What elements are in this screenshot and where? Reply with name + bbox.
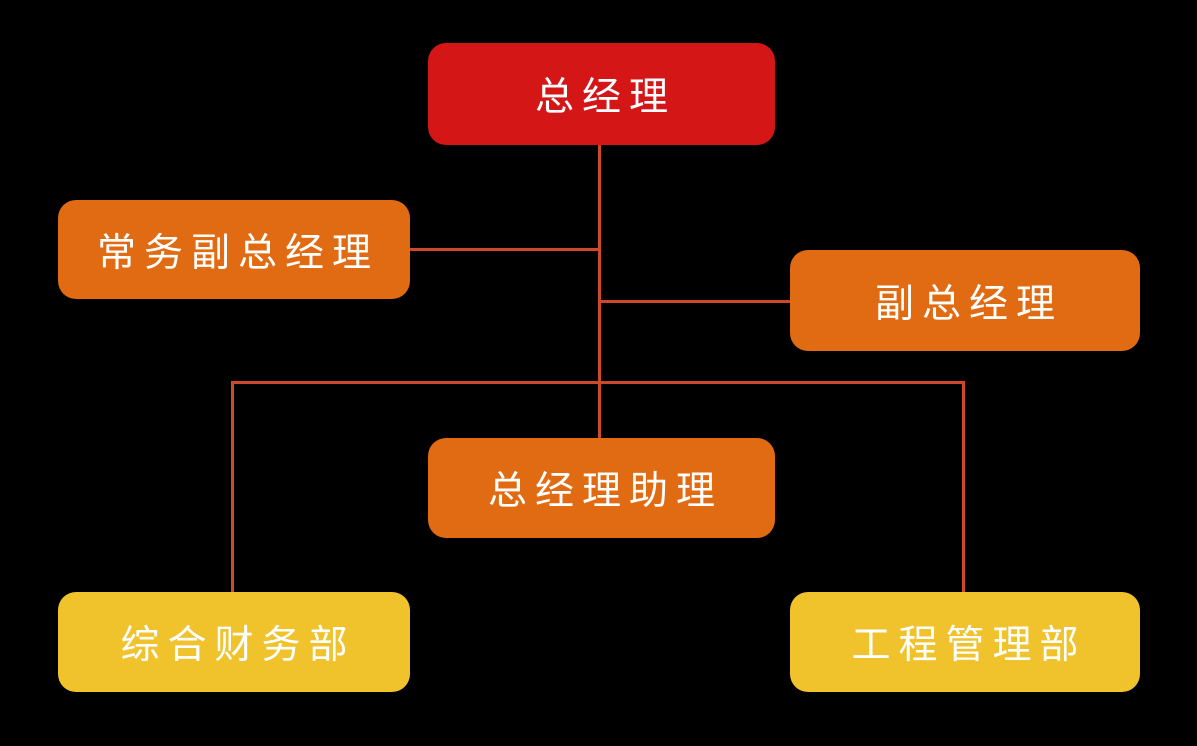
node-executive-deputy-general-manager: 常务副总经理 [58, 200, 410, 299]
connector-deputy-horizontal [600, 300, 790, 303]
connector-engineering-drop [962, 381, 965, 592]
node-general-manager-assistant: 总经理助理 [428, 438, 775, 538]
connector-finance-drop [231, 381, 234, 592]
node-deputy-general-manager: 副总经理 [790, 250, 1140, 351]
node-finance-department: 综合财务部 [58, 592, 410, 692]
node-general-manager: 总经理 [428, 43, 775, 145]
connector-trunk-vertical [598, 145, 601, 438]
node-engineering-department: 工程管理部 [790, 592, 1140, 692]
connector-executive-deputy-horizontal [410, 248, 600, 251]
connector-departments-rail [231, 381, 965, 384]
